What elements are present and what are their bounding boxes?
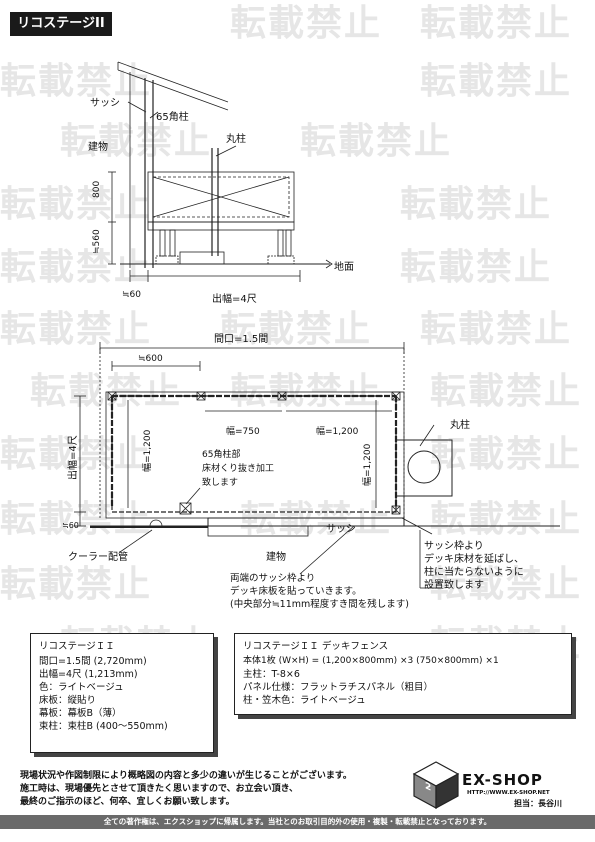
dim-width-left: 幅=1,200: [143, 429, 153, 472]
page-title: リコステージII: [10, 12, 112, 36]
dim-600: ≒600: [138, 354, 163, 364]
dim-plan-60: ≒60: [62, 521, 79, 530]
ex-shop-logo-icon: 2: [412, 761, 460, 810]
watermark: 転載禁止: [30, 371, 183, 412]
watermark: 転載禁止: [0, 564, 153, 605]
watermark: 転載禁止: [220, 309, 373, 350]
spec-deck-title: リコステージＩＩ: [39, 641, 115, 652]
right-note: サッシ枠より デッキ床材を延ばし、 柱に当たらないように 設置致します: [424, 541, 524, 591]
watermark: 転載禁止: [0, 309, 153, 350]
watermark: 転載禁止: [0, 184, 153, 225]
watermark: 転載禁止: [420, 3, 573, 44]
watermark: 転載禁止: [400, 247, 553, 288]
dim-plan-depth: 出幅=4尺: [68, 435, 79, 480]
svg-text:2: 2: [425, 780, 431, 793]
dim-frontage: 間口=1.5間: [214, 334, 269, 345]
watermark: 転載禁止: [420, 309, 573, 350]
site-notes: 現場状況や作図制限により概略図の内容と多少の違いが生じることがございます。 施工…: [20, 771, 352, 807]
label-round-post: 丸柱: [226, 134, 246, 145]
watermark: 転載禁止: [430, 371, 583, 412]
watermark: 転載禁止: [300, 121, 453, 162]
watermark: 転載禁止: [0, 61, 153, 102]
post-note: 65角柱部 床材くり抜き加工 致します: [202, 450, 275, 488]
dim-depth: 出幅=4尺: [212, 294, 257, 305]
watermark: 転載禁止: [430, 499, 583, 540]
logo-url: HTTP://WWW.EX-SHOP.NET: [467, 790, 550, 796]
watermark: 転載禁止: [430, 564, 583, 605]
copyright-footer: 全ての著作権は、エクスショップに帰属します。当社とのお取引目的外の使用・複製・転…: [0, 815, 595, 829]
dim-800: 800: [92, 180, 102, 198]
spec-fence-title: リコステージＩＩ デッキフェンス: [243, 641, 389, 652]
roof: [117, 61, 229, 111]
spec-fence-row: パネル仕様：フラットラチスパネル（粗目）: [243, 682, 434, 693]
watermark: 転載禁止: [230, 371, 383, 412]
spec-fence-row: 本体1枚 (W×H) = (1,200×800mm) ×3 (750×800mm…: [243, 656, 499, 666]
watermark: 転載禁止: [230, 3, 383, 44]
label-plan-sash: サッシ: [326, 524, 356, 535]
label-plan-round-post: 丸柱: [450, 420, 470, 431]
spec-deck-row: 幕板：幕板B（薄）: [39, 708, 122, 719]
spec-box-fence: リコステージＩＩ デッキフェンス 本体1枚 (W×H) = (1,200×800…: [234, 633, 572, 715]
spec-deck-row: 間口=1.5間 (2,720mm): [39, 656, 147, 667]
spec-fence-row: 柱・笠木色：ライトベージュ: [243, 695, 366, 706]
watermark: 転載禁止: [240, 499, 393, 540]
deck-board: [147, 221, 295, 231]
label-building: 建物: [88, 142, 108, 153]
label-sash: サッシ: [90, 98, 120, 109]
dim-width-right: 幅=1,200: [363, 443, 373, 486]
sash-plan: [207, 517, 405, 527]
spec-box-deck: リコステージＩＩ 間口=1.5間 (2,720mm) 出幅=4尺 (1,213m…: [30, 633, 214, 753]
watermark: 転載禁止: [0, 499, 153, 540]
label-cooler: クーラー配管: [68, 552, 128, 563]
dim-560: ≒560: [92, 229, 102, 254]
bottom-note: 両端のサッシ枠より デッキ床板を貼っていきます。 (中央部分≒11mm程度すき間…: [230, 573, 409, 610]
dim-60: ≒60: [122, 290, 142, 300]
spec-deck-row: 色：ライトベージュ: [39, 682, 124, 693]
watermark: 転載禁止: [430, 434, 583, 475]
label-ground: 地面: [334, 262, 354, 273]
watermark: 転載禁止: [420, 61, 573, 102]
dim-width-1200: 幅=1,200: [316, 427, 359, 437]
watermark: 転載禁止: [60, 121, 213, 162]
spec-fence-row: 主柱：T-8×6: [243, 669, 300, 680]
watermark: 転載禁止: [400, 184, 553, 225]
watermark: 転載禁止: [0, 434, 153, 475]
watermark: 転載禁止: [0, 247, 153, 288]
dim-width-750: 幅=750: [226, 427, 260, 437]
label-post65: 65角柱: [156, 112, 189, 123]
spec-deck-row: 出幅=4尺 (1,213mm): [39, 669, 138, 680]
spec-deck-row: 束柱：束柱B (400～550mm): [39, 721, 168, 732]
label-plan-building: 建物: [266, 552, 286, 563]
plan-post-markers: [107, 391, 401, 515]
logo-name: EX-SHOP: [462, 771, 543, 789]
spec-deck-row: 床板：縦貼り: [39, 695, 97, 706]
staff-name: 担当：長谷川: [514, 799, 562, 808]
